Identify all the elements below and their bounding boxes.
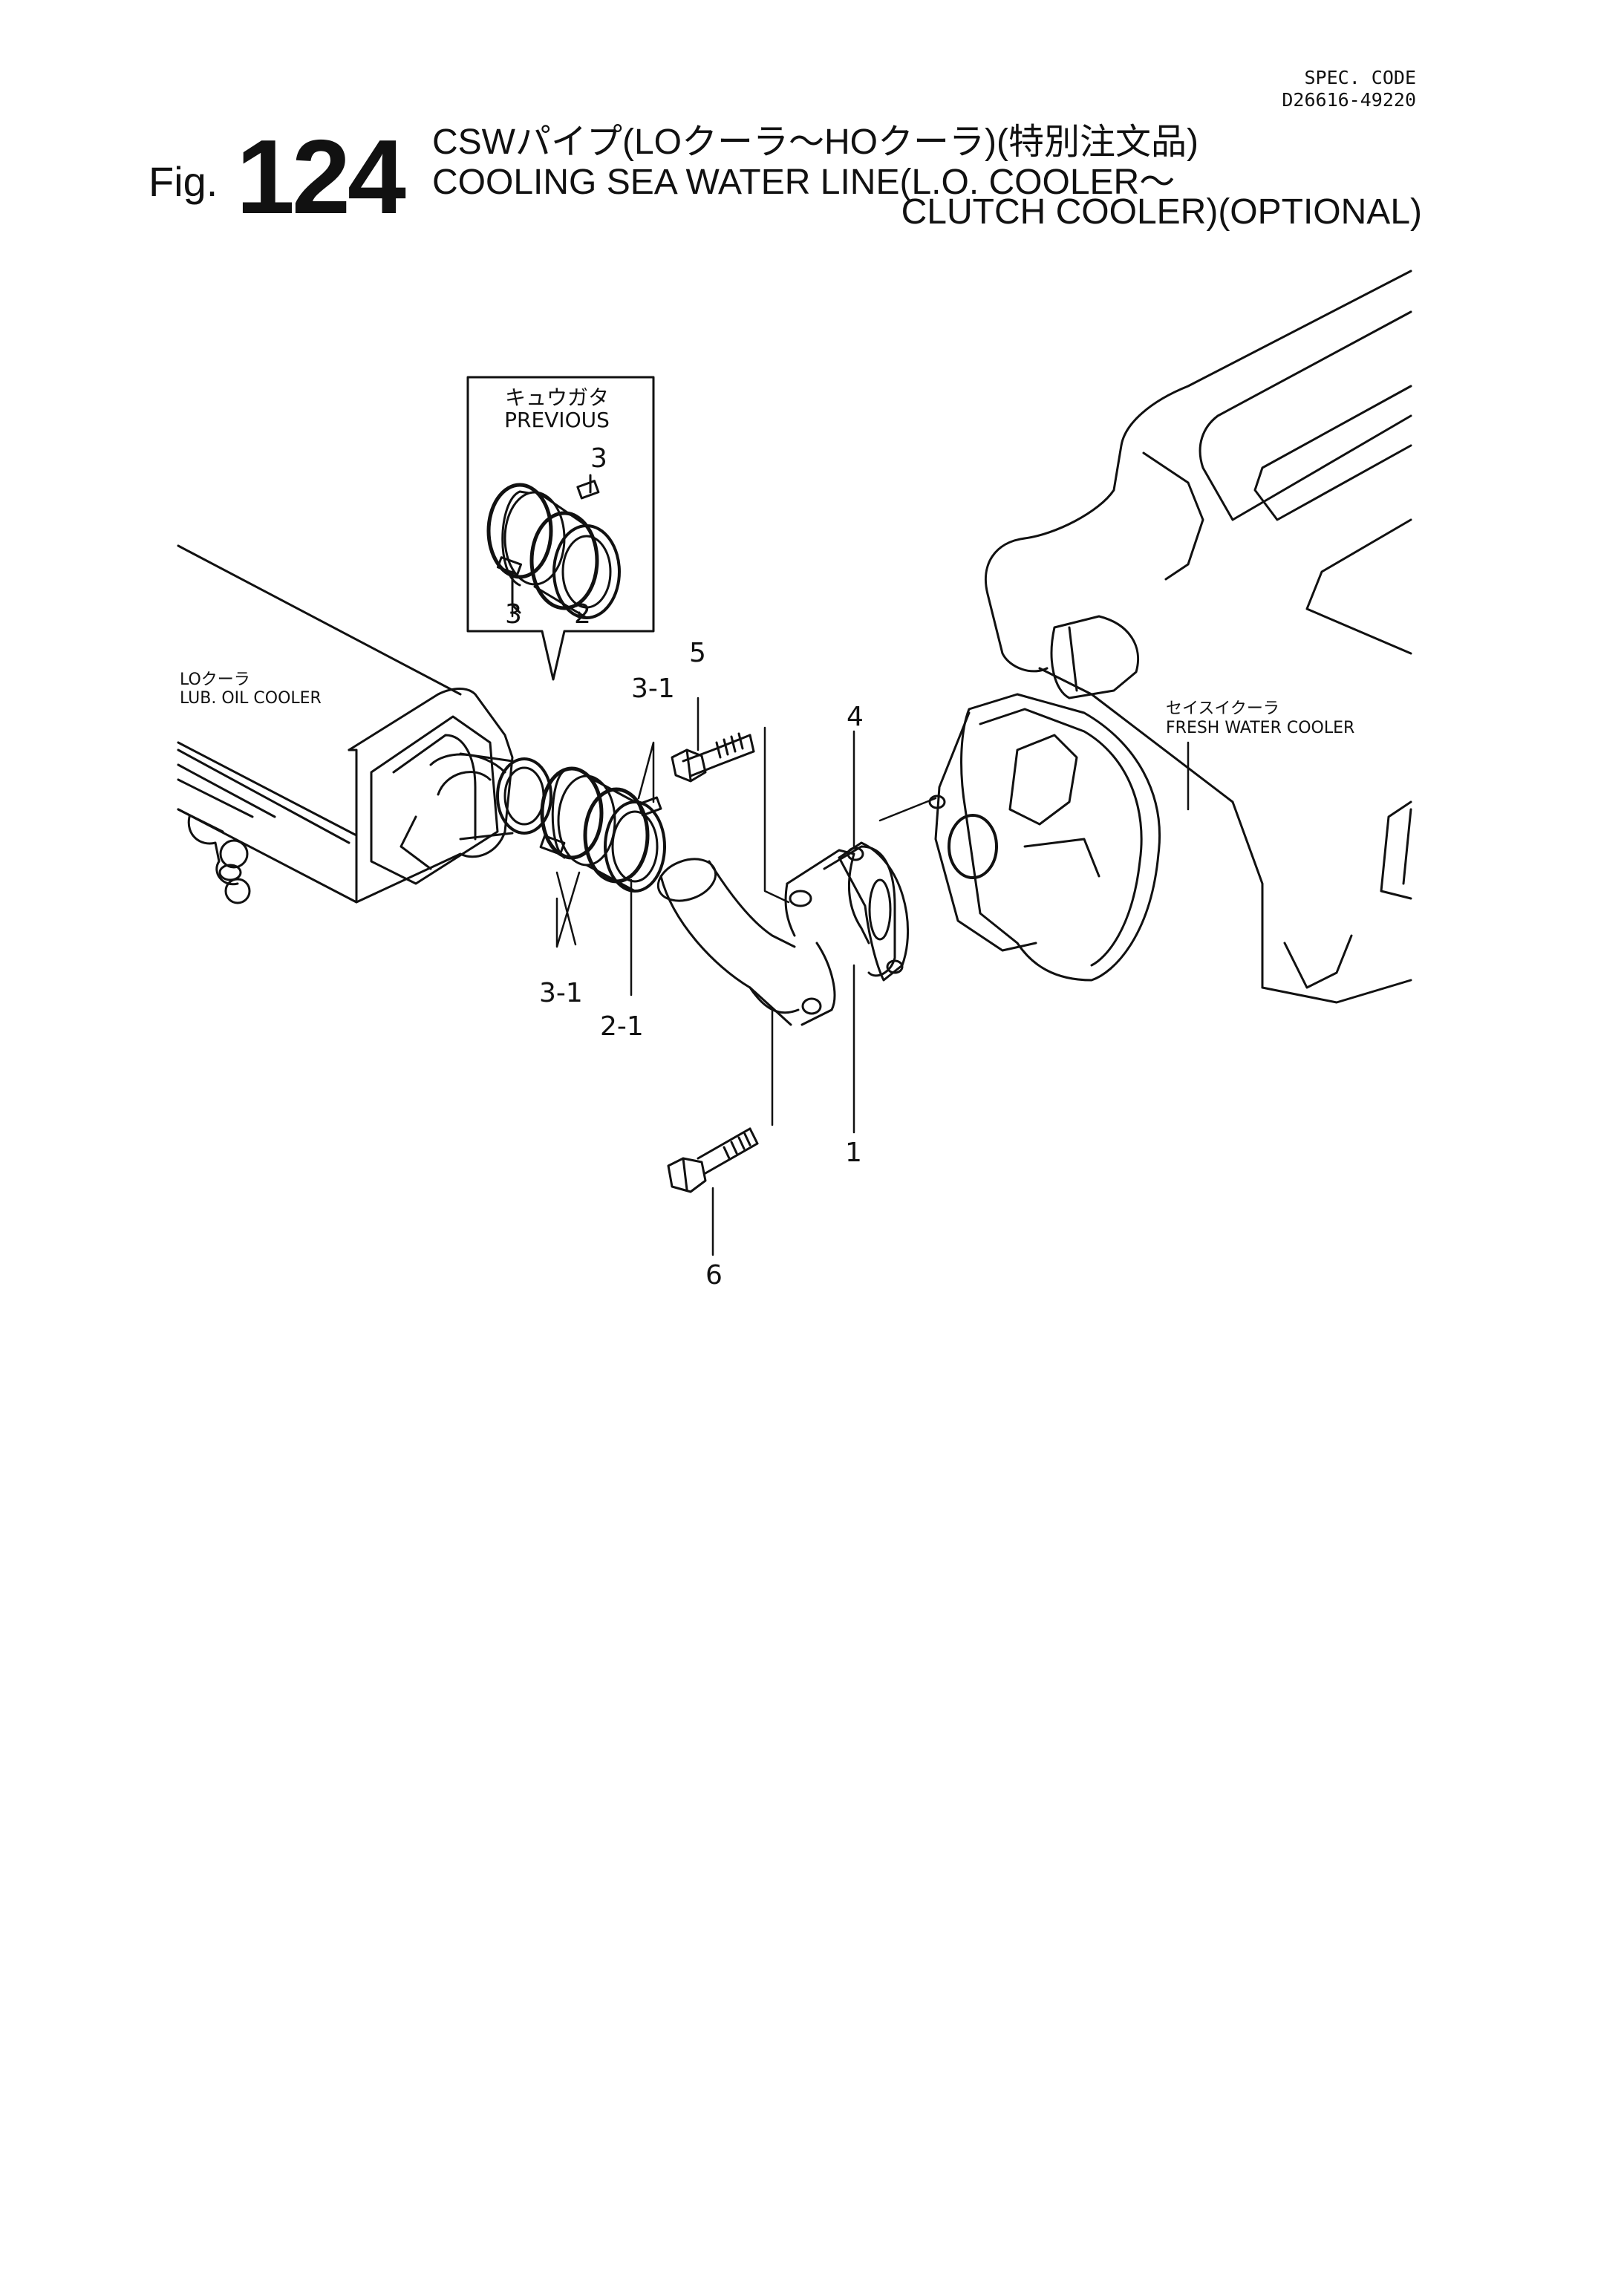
callout-5: 5 — [689, 638, 706, 668]
fresh-water-cooler-illustration — [930, 271, 1411, 1002]
callout-2-1: 2-1 — [600, 1011, 644, 1042]
spec-code-label: SPEC. CODE — [1304, 67, 1416, 88]
inset-label-previous: PREVIOUS — [504, 408, 610, 432]
callout-4: 4 — [847, 702, 864, 732]
title-english-line2: CLUTCH COOLER)(OPTIONAL) — [901, 192, 1422, 232]
lub-oil-cooler-label: LUB. OIL COOLER — [180, 689, 322, 708]
callout-3-1-bottom: 3-1 — [539, 978, 583, 1008]
inset-hose-illustration — [489, 475, 619, 618]
inset-callout-3-bottom: 3 — [505, 599, 522, 630]
inset-label-japanese: キュウガタ — [504, 385, 609, 410]
bolt-6 — [668, 1129, 757, 1192]
elbow-pipe — [653, 846, 895, 1025]
fresh-water-cooler-label: FRESH WATER COOLER — [1166, 719, 1355, 737]
inset-callout-2: 2 — [574, 599, 591, 630]
callout-3-1-top: 3-1 — [631, 673, 675, 704]
title-japanese: CSWパイプ(LOクーラ〜HOクーラ)(特別注文品) — [432, 123, 1199, 162]
fresh-water-cooler-label-japanese: セイスイクーラ — [1166, 699, 1279, 718]
inset-callout-3-top: 3 — [590, 443, 607, 474]
callout-6: 6 — [705, 1260, 723, 1291]
hose-assembly — [541, 769, 665, 891]
title-english-line1: COOLING SEA WATER LINE(L.O. COOLER〜 — [432, 163, 1175, 202]
bolt-5 — [672, 734, 754, 781]
fig-label: Fig. — [149, 158, 218, 205]
lub-oil-cooler-label-japanese: LOクーラ — [180, 671, 250, 689]
fig-number: 124 — [236, 118, 406, 236]
lub-oil-cooler-illustration — [178, 546, 551, 903]
callout-1: 1 — [845, 1138, 862, 1168]
leader-lines — [512, 605, 1188, 1255]
inset-frame — [468, 377, 653, 679]
gasket — [839, 843, 908, 980]
spec-code-value: D26616-49220 — [1282, 89, 1416, 111]
